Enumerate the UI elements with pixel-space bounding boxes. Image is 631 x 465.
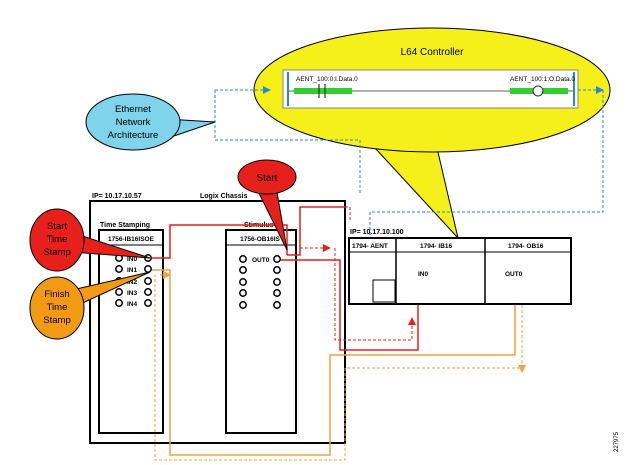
eth-link-to-remote — [369, 90, 604, 237]
ob16is-module — [225, 229, 297, 434]
ib16isoe-left-terminal — [115, 299, 123, 307]
finish-timestamp-line-1: Finish — [44, 289, 69, 300]
ob16is-left-terminal — [239, 289, 247, 297]
ib16isoe-module — [98, 229, 164, 434]
remote-flex-io: IP= 10.17.10.100 1794- AENT 1794- IB16 1… — [348, 229, 572, 305]
start-callout-bubble — [237, 159, 297, 195]
wire-dashed-to-remote — [334, 248, 416, 341]
ob16is-out0-label: OUT0 — [252, 257, 270, 264]
controller-callout: L64 Controller AENT_100:0:I.Data.0 AENT_… — [253, 27, 611, 240]
start-timestamp-callout: Start Time Stamp — [29, 208, 151, 272]
ob16is-right-terminal — [273, 289, 281, 297]
finish-timestamp-line-2: Time — [47, 302, 68, 313]
ethernet-line-3: Architecture — [108, 130, 159, 141]
ob16is-module-name: 1756-OB16IS — [240, 236, 280, 243]
start-callout: Start — [237, 159, 297, 251]
input-label-in4: IN4 — [127, 301, 138, 308]
input-label-in1: IN1 — [127, 267, 138, 274]
ethernet-line-1: Ethernet — [115, 104, 151, 115]
remote-out0-label: OUT0 — [505, 271, 523, 278]
controller-callout-tail — [373, 147, 459, 240]
input-label-in3: IN3 — [127, 290, 138, 297]
ib16isoe-input-terminal — [144, 277, 152, 285]
start-callout-text: Start — [256, 173, 277, 184]
input-label-in2: IN2 — [127, 279, 138, 286]
finish-timestamp-callout: Finish Time Stamp — [29, 271, 151, 340]
ob16is-right-terminal — [273, 278, 281, 286]
ib16isoe-input-terminal — [144, 299, 152, 307]
ob16is-left-terminal — [239, 278, 247, 286]
ib16isoe-input-terminal — [144, 265, 152, 273]
coil-right — [532, 85, 544, 97]
chassis-ip: IP= 10.17.10.57 — [92, 193, 142, 200]
remote-in0-label: IN0 — [418, 271, 429, 278]
wire-out0-to-remote-in0 — [280, 259, 419, 351]
chassis-name: Logix Chassis — [200, 193, 248, 200]
remote-ib16-label: 1794- IB16 — [420, 243, 453, 250]
aent-port-block — [372, 279, 396, 303]
start-timestamp-line-1: Start — [47, 221, 67, 232]
remote-ip: IP= 10.17.10.100 — [350, 229, 404, 236]
wire-out0-top — [287, 206, 345, 256]
ob16is-right-terminal — [273, 301, 281, 309]
eth-link-chassis-top — [214, 90, 361, 195]
finish-timestamp-line-3: Stamp — [43, 315, 70, 326]
ib16isoe-left-terminal — [115, 288, 123, 296]
rung-right-tag: AENT_100:1:O.Data.0 — [510, 76, 575, 83]
start-timestamp-line-3: Stamp — [43, 247, 70, 258]
rung-left-tag: AENT_100:0:I.Data.0 — [296, 76, 358, 83]
remote-ob16-label: 1794- OB16 — [508, 243, 544, 250]
ob16is-left-terminal — [239, 301, 247, 309]
time-stamping-title: Time Stamping — [100, 222, 150, 229]
rung-left-highlight — [294, 88, 352, 94]
figure-id: 227975 — [614, 431, 620, 452]
ethernet-line-2: Network — [116, 117, 151, 128]
ob16is-right-terminal — [273, 266, 281, 274]
start-timestamp-bubble — [29, 208, 85, 272]
ob16is-left-terminal — [239, 255, 247, 263]
ob16is-left-terminal — [239, 266, 247, 274]
finish-timestamp-bubble — [29, 276, 85, 340]
ethernet-callout-bubble — [85, 93, 181, 151]
ib16isoe-input-labels: IN0 IN1 IN2 IN3 IN4 — [127, 256, 138, 308]
wiring — [152, 206, 526, 461]
ib16isoe-left-terminal — [115, 265, 123, 273]
logix-chassis: IP= 10.17.10.57 Logix Chassis Time Stamp… — [89, 193, 346, 444]
wire-dashed-top — [345, 206, 351, 220]
ib16isoe-module-name: 1756-IB16ISOE — [108, 236, 155, 243]
ethernet-callout: Ethernet Network Architecture — [85, 93, 216, 151]
input-label-in0: IN0 — [127, 256, 138, 263]
controller-title: L64 Controller — [401, 47, 464, 58]
ib16isoe-input-terminal — [144, 288, 152, 296]
start-timestamp-line-2: Time — [47, 234, 68, 245]
ob16is-right-terminal — [273, 255, 281, 263]
remote-aent-label: 1794- AENT — [352, 243, 388, 250]
wire-out0-to-in0 — [152, 224, 288, 259]
